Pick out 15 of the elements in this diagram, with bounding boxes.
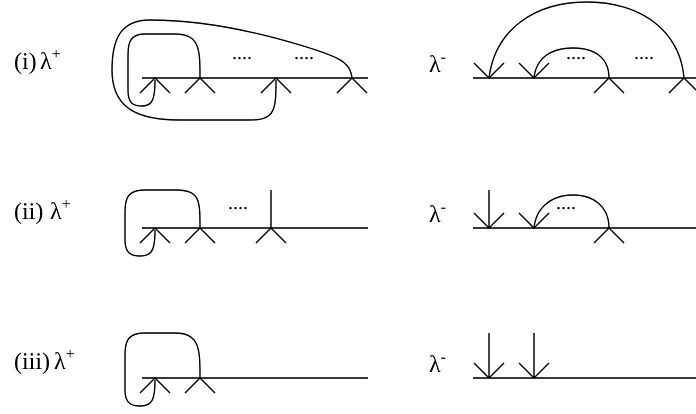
lambda-symbol: λ$^{-}$ (429, 200, 446, 227)
lambda-symbol: λ$^{+}$ (50, 197, 71, 224)
row-label: (i) (14, 50, 37, 74)
ellipsis: .... (228, 193, 248, 213)
lambda-symbol: λ$^{-}$ (429, 50, 446, 77)
ellipsis: .... (556, 193, 576, 213)
ellipsis: .... (566, 43, 586, 63)
lambda-symbol: λ$^{+}$ (40, 47, 61, 74)
ellipsis: .... (294, 43, 314, 63)
row-label: (ii) (14, 200, 44, 224)
lambda-symbol: λ$^{+}$ (54, 347, 75, 374)
lambda-symbol: λ$^{-}$ (429, 350, 446, 377)
ellipsis: .... (232, 43, 252, 63)
row-label: (iii) (14, 350, 50, 374)
ellipsis: .... (634, 43, 654, 63)
